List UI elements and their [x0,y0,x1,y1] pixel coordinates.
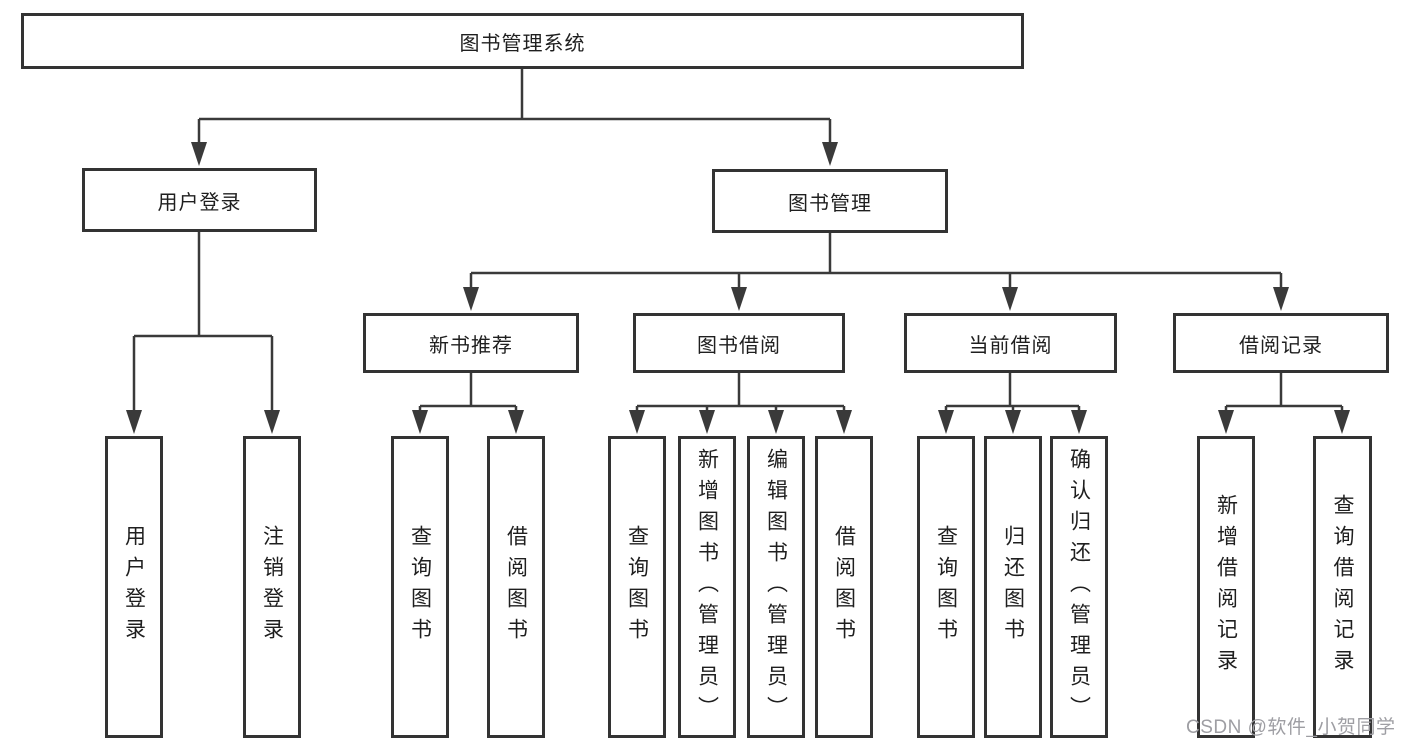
node-book-borrow: 图书借阅 [633,313,845,373]
leaf-recommend-borrow-books: 借阅图书 [487,436,545,738]
node-current-borrow-label: 当前借阅 [968,334,1053,357]
node-root-label: 图书管理系统 [459,32,586,55]
node-user-login: 用户登录 [82,168,317,232]
leaf-add-books-admin: 新增图书（管理员） [678,436,736,738]
leaf-logout: 注销登录 [243,436,301,738]
leaf-query-borrow-record: 查询借阅记录 [1313,436,1372,738]
node-book-management: 图书管理 [712,169,948,233]
leaf-borrow-books: 借阅图书 [815,436,873,738]
leaf-confirm-return-admin: 确认归还（管理员） [1050,436,1108,738]
leaf-edit-books-admin: 编辑图书（管理员） [747,436,805,738]
csdn-watermark: CSDN @软件_小贺同学 [1186,717,1396,738]
leaf-user-login: 用户登录 [105,436,163,738]
node-current-borrow: 当前借阅 [904,313,1117,373]
node-book-borrow-label: 图书借阅 [697,334,781,357]
leaf-recommend-query-books: 查询图书 [391,436,449,738]
leaf-add-borrow-record: 新增借阅记录 [1197,436,1255,738]
leaf-return-books: 归还图书 [984,436,1042,738]
leaf-current-query-books: 查询图书 [917,436,975,738]
node-book-management-label: 图书管理 [788,192,872,215]
node-borrow-records: 借阅记录 [1173,313,1389,373]
node-root: 图书管理系统 [21,13,1024,69]
node-borrow-records-label: 借阅记录 [1239,334,1323,357]
node-new-book-recommend-label: 新书推荐 [429,334,513,357]
node-user-login-label: 用户登录 [157,191,242,214]
leaf-borrow-query-books: 查询图书 [608,436,666,738]
arrowhead-icons [126,142,1350,434]
node-new-book-recommend: 新书推荐 [363,313,579,373]
